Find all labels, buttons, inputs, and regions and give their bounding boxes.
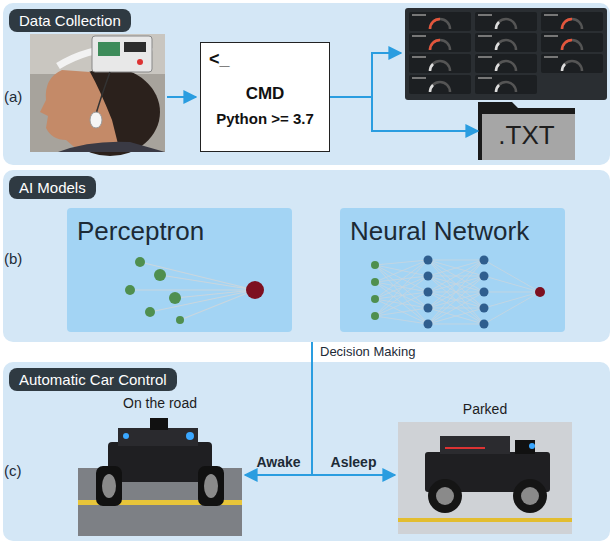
panel-heading: AI Models [9, 176, 96, 199]
edge-label: Awake [256, 454, 300, 470]
panel-band: Automatic Car Control On the road Parked [3, 362, 610, 541]
label-holder: (c) [4, 462, 22, 479]
eeg-photo [30, 34, 165, 156]
edge-label: Asleep [331, 454, 377, 470]
panel-letter: (b) [4, 250, 22, 267]
car-caption: Parked [395, 401, 575, 417]
terminal-title: CMD [209, 84, 321, 104]
model-box: Perceptron [67, 208, 292, 332]
model-box: Neural Network [340, 208, 565, 332]
panel-heading: Data Collection [9, 9, 131, 32]
flow-arrows [167, 53, 401, 97]
neural-network-drawing [371, 256, 545, 329]
label-holder: Decision Making [320, 344, 415, 359]
dashboard-screenshot [405, 8, 607, 100]
car-on-road [78, 418, 242, 536]
car-node: Parked [395, 400, 575, 537]
panel-letter: (c) [4, 462, 22, 479]
edge-label-holder: Awake [256, 454, 300, 470]
file-extension: .TXT [478, 120, 575, 151]
model-title: Neural Network [350, 216, 555, 247]
panel-band: AI ModelsPerceptron Neural Network [3, 170, 610, 342]
model-title: Perceptron [77, 216, 282, 247]
file-icon: .TXT [478, 102, 575, 160]
panel-heading: Automatic Car Control [9, 368, 177, 391]
terminal-box: <_ CMD Python >= 3.7 [200, 42, 330, 152]
panel-letter: (a) [4, 88, 22, 105]
perceptron-drawing [125, 257, 264, 324]
decision-label: Decision Making [320, 344, 415, 359]
car-parked [398, 422, 572, 534]
panel-band: Data Collection <_ CMD Python >= 3.7 .TXT [3, 3, 610, 165]
prompt-symbol: <_ [209, 49, 321, 70]
connector-arrow [312, 342, 395, 475]
car-node: On the road [75, 394, 245, 538]
connector-arrow [330, 97, 478, 131]
label-holder: (b) [4, 250, 22, 267]
label-holder: (a) [4, 88, 22, 105]
version-note: Python >= 3.7 [209, 110, 321, 127]
car-caption: On the road [75, 395, 245, 411]
connector-arrow [245, 342, 312, 475]
edge-label-holder: Asleep [331, 454, 377, 470]
